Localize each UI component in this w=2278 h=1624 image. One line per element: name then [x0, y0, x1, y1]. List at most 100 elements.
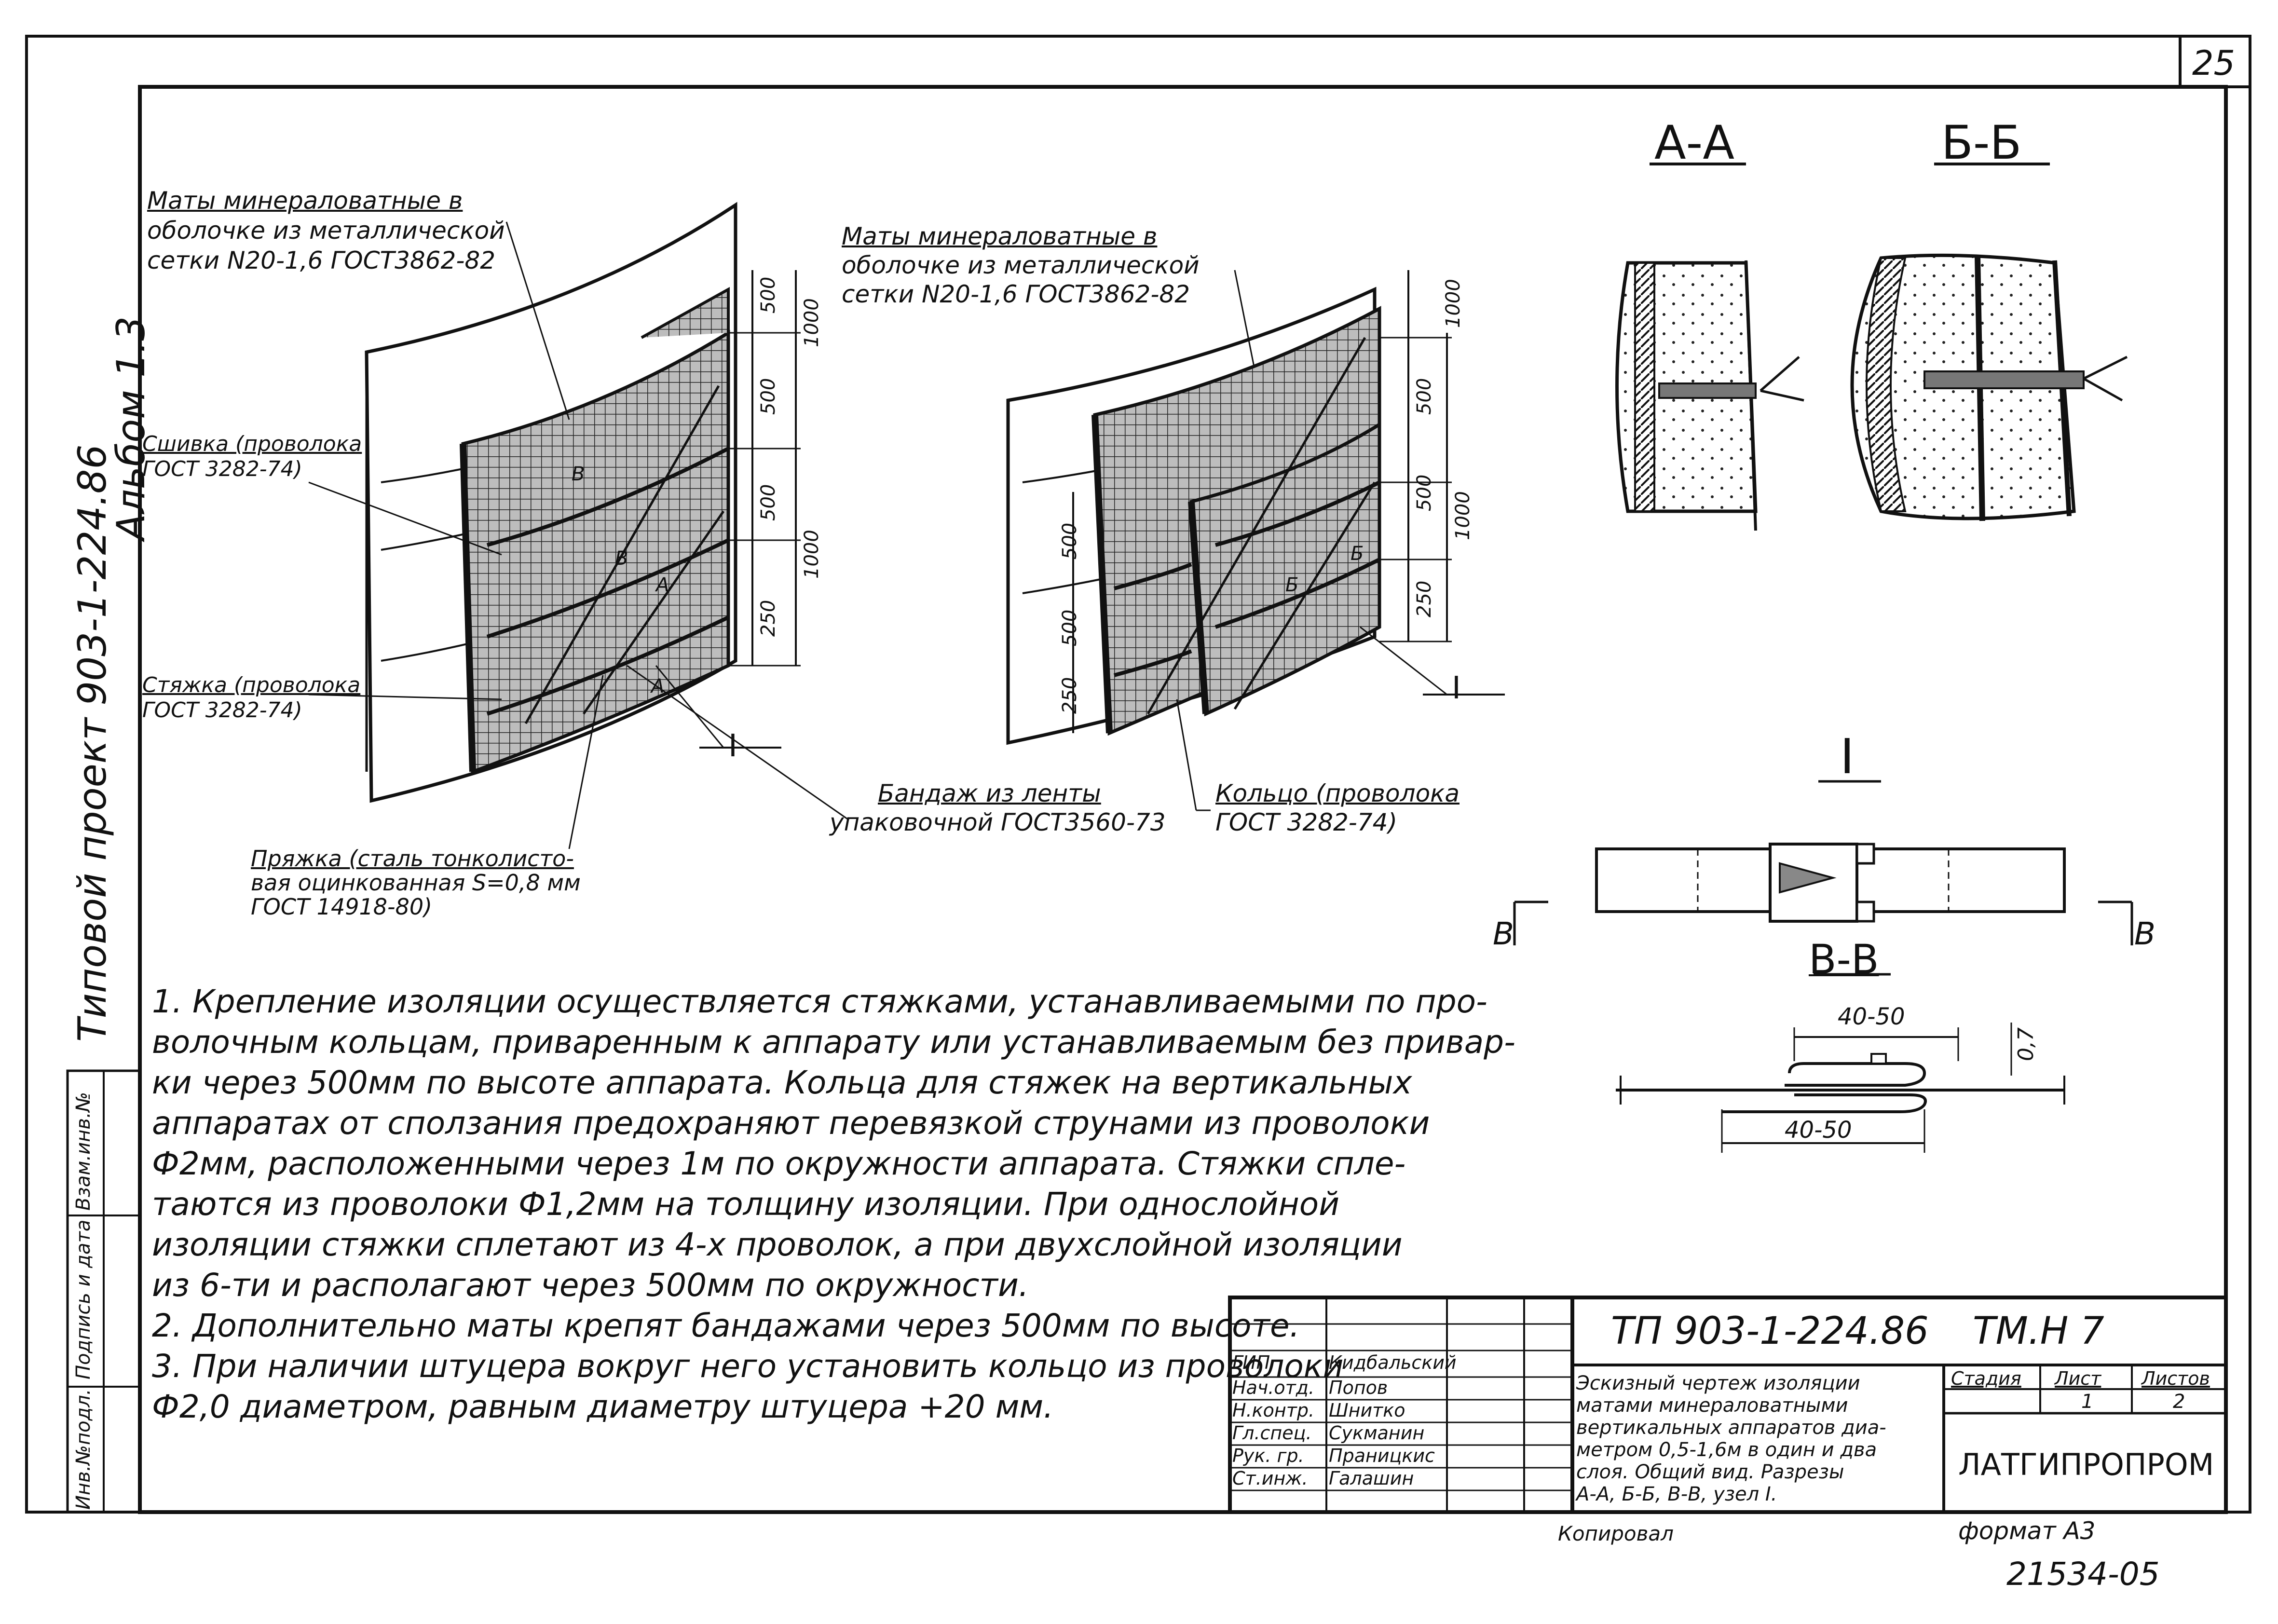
- center-isometric-view: [1006, 270, 1505, 811]
- name-cell: Кидбальский: [1329, 1352, 1457, 1373]
- ring-line-2: ГОСТ 3282-74): [1215, 808, 1397, 836]
- center-dim-500-a: 500: [1413, 378, 1435, 415]
- section-aa: [1615, 260, 1804, 531]
- left-stamp-strip: [66, 1069, 141, 1514]
- buckle-line-1: Пряжка (сталь тонколисто-: [251, 846, 574, 872]
- left-dim-500-b: 500: [757, 378, 779, 415]
- note-line: 3. При наличии штуцера вокруг него устан…: [152, 1348, 1344, 1385]
- stage-header: Стадия: [1951, 1368, 2021, 1389]
- band-line-2: упаковочной ГОСТ3560-73: [830, 808, 1166, 836]
- sheets-header: Листов: [2142, 1368, 2210, 1389]
- note-line: ки через 500мм по высоте аппарата. Кольц…: [152, 1064, 1412, 1101]
- center-mats-line-3: сетки N20-1,6 ГОСТ3862-82: [842, 280, 1190, 308]
- section-vv: [1616, 1023, 2065, 1153]
- stitching-label: Сшивка (проволока ГОСТ 3282-74): [142, 432, 362, 482]
- left-isometric-view: [308, 202, 849, 849]
- role-cell: Ст.инж.: [1232, 1468, 1308, 1489]
- left-dim-1000-b: 1000: [801, 530, 823, 579]
- stamp-cell-inv: Инв.№подл.: [72, 1389, 95, 1510]
- node-i-detail: [1513, 780, 2133, 976]
- page-number-box: [2179, 35, 2251, 88]
- section-aa-title: А-А: [1654, 116, 1734, 170]
- description-line: слоя. Общий вид. Разрезы: [1576, 1461, 1844, 1483]
- format-label: формат А3: [1958, 1517, 2096, 1545]
- band-callout: Бандаж из ленты упаковочной ГОСТ3560-73: [830, 779, 1166, 837]
- detail-thickness: 0,7: [2014, 1027, 2038, 1061]
- section-v-right: В: [2134, 916, 2155, 952]
- name-cell: Праницкис: [1329, 1445, 1435, 1466]
- roles-column: ГИП Нач.отд. Н.контр. Гл.спец. Рук. гр. …: [1232, 1352, 1314, 1490]
- left-mats-label: Маты минераловатные в оболочке из металл…: [147, 186, 505, 275]
- tie-label: Стяжка (проволока ГОСТ 3282-74): [142, 673, 360, 723]
- left-node-label: I: [728, 728, 737, 764]
- role-cell: Нач.отд.: [1232, 1377, 1315, 1398]
- ring-callout: Кольцо (проволока ГОСТ 3282-74): [1215, 779, 1460, 837]
- sheet-header: Лист: [2055, 1368, 2101, 1389]
- center-mats-label: Маты минераловатные в оболочке из металл…: [842, 222, 1200, 309]
- project-label: Типовой проект 903-1-224.86: [70, 444, 115, 1042]
- name-cell: Шнитко: [1329, 1400, 1405, 1421]
- stitching-line-1: Сшивка (проволока: [142, 432, 362, 456]
- left-dim-500-c: 500: [757, 484, 779, 521]
- left-mark-v1: В: [572, 463, 585, 485]
- description-line: А-А, Б-Б, В-В, узел I.: [1576, 1483, 1777, 1505]
- section-v-left: В: [1493, 916, 1514, 952]
- note-line: Ф2,0 диаметром, равным диаметру штуцера …: [152, 1388, 1054, 1425]
- left-dim-1000-a: 1000: [801, 298, 823, 347]
- detail-dim-top: 40-50: [1838, 1003, 1905, 1030]
- sheets-value: 2: [2173, 1391, 2185, 1413]
- ring-line-1: Кольцо (проволока: [1215, 779, 1460, 807]
- center-dim-500-c: 500: [1059, 522, 1081, 560]
- title-block-grid: [1228, 1296, 2228, 1514]
- album-label: Альбом 1.3: [109, 316, 153, 540]
- left-dim-500-a: 500: [757, 276, 779, 314]
- center-mark-b1: Б: [1285, 574, 1299, 596]
- center-dim-1000-b: 1000: [1452, 491, 1474, 540]
- name-cell: Галашин: [1329, 1468, 1414, 1489]
- note-line: 1. Крепление изоляции осуществляется стя…: [152, 983, 1487, 1020]
- names-column: Кидбальский Попов Шнитко Сукманин Праниц…: [1329, 1352, 1457, 1490]
- note-line: 2. Дополнительно маты крепят бандажами ч…: [152, 1307, 1300, 1344]
- doc-code: ТП 903-1-224.86: [1611, 1310, 1929, 1353]
- description-line: Эскизный чертеж изоляции: [1576, 1372, 1860, 1394]
- center-node-label: I: [1452, 670, 1461, 706]
- stitching-line-2: ГОСТ 3282-74): [142, 457, 302, 481]
- detail-dim-bottom: 40-50: [1785, 1117, 1852, 1144]
- left-dim-250: 250: [757, 600, 779, 637]
- note-line: аппаратах от сползания предохраняют пере…: [152, 1105, 1430, 1142]
- description-line: метром 0,5-1,6м в один и два: [1576, 1439, 1877, 1461]
- center-mark-b2: Б: [1350, 543, 1364, 565]
- note-line: волочным кольцам, приваренным к аппарату…: [152, 1024, 1515, 1061]
- archive-number: 21534-05: [2006, 1556, 2160, 1593]
- left-mark-v2: В: [615, 547, 628, 570]
- role-cell: ГИП: [1232, 1352, 1270, 1373]
- buckle-line-3: ГОСТ 14918-80): [251, 894, 433, 920]
- center-mats-line-1: Маты минераловатные в: [842, 222, 1158, 250]
- page-number: 25: [2192, 43, 2236, 83]
- role-cell: Рук. гр.: [1232, 1445, 1304, 1466]
- left-mats-line-3: сетки N20-1,6 ГОСТ3862-82: [147, 246, 496, 274]
- name-cell: Сукманин: [1329, 1422, 1425, 1444]
- center-dim-1000-a: 1000: [1442, 279, 1464, 328]
- node-i-title: I: [1840, 728, 1855, 785]
- sheet-code: ТМ.Н 7: [1973, 1310, 2104, 1353]
- section-vv-title: В-В: [1809, 936, 1879, 983]
- stamp-cell-replace: Взам.инв.№: [72, 1092, 95, 1211]
- role-cell: Гл.спец.: [1232, 1422, 1312, 1444]
- description-line: вертикальных аппаратов диа-: [1576, 1417, 1886, 1439]
- band-line-1: Бандаж из ленты: [878, 779, 1101, 807]
- note-line: изоляции стяжки сплетают из 4-х проволок…: [152, 1226, 1403, 1263]
- inner-frame: [138, 85, 2228, 1514]
- tie-line-1: Стяжка (проволока: [142, 673, 361, 697]
- center-dim-500-d: 500: [1059, 609, 1081, 646]
- sheet-value: 1: [2081, 1391, 2094, 1413]
- center-dim-250: 250: [1413, 580, 1435, 617]
- note-line: из 6-ти и располагают через 500мм по окр…: [152, 1267, 1029, 1304]
- buckle-line-2: вая оцинкованная S=0,8 мм: [251, 870, 581, 896]
- stamp-cell-sign: Подпись и дата: [72, 1219, 95, 1379]
- center-mats-line-2: оболочке из металлической: [842, 251, 1200, 279]
- role-cell: Н.контр.: [1232, 1400, 1315, 1421]
- note-line: таются из проволоки Ф1,2мм на толщину из…: [152, 1186, 1340, 1223]
- buckle-label: Пряжка (сталь тонколисто- вая оцинкованн…: [251, 846, 581, 919]
- section-bb: [1850, 253, 2128, 521]
